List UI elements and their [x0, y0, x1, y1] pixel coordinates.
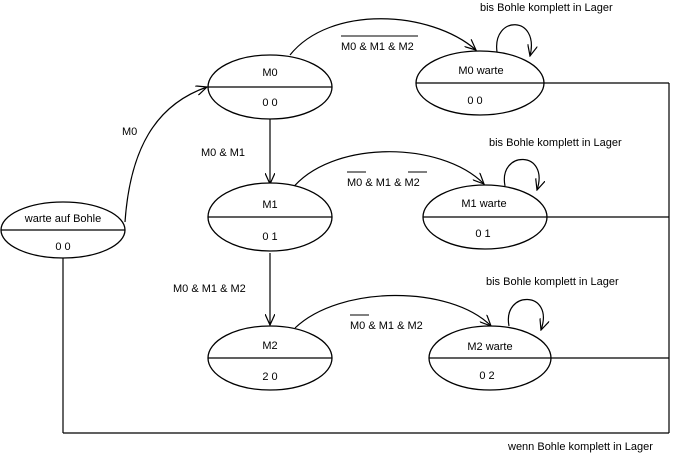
state-m1-warte: M1 warte 0 1: [422, 184, 548, 250]
label-m0-m1: M0 & M1: [201, 147, 245, 159]
label-m2-m2w: M0 & M1 & M2: [350, 320, 423, 332]
state-output: 2 0: [262, 371, 277, 383]
state-output: 0 0: [467, 95, 482, 107]
edge-m0-m0w: [289, 18, 476, 56]
label-self-m0w: bis Bohle komplett in Lager: [480, 2, 613, 14]
state-m0: M0 0 0: [207, 54, 333, 120]
state-name: M1 warte: [461, 198, 506, 210]
self-loop-m0w: [496, 24, 532, 56]
label-m1-m2: M0 & M1 & M2: [173, 283, 246, 295]
edge-m1-m1w: [290, 151, 484, 191]
state-name: M2: [262, 340, 277, 352]
label-m0-m0w: M0 & M1 & M2: [341, 41, 414, 53]
label-warte-m0: M0: [122, 126, 137, 138]
self-loop-m2w: [507, 298, 543, 330]
state-name: M1: [262, 199, 277, 211]
state-output: 0 1: [475, 228, 490, 240]
state-name: M2 warte: [467, 341, 512, 353]
state-output: 0 1: [262, 231, 277, 243]
state-name: M0: [262, 67, 277, 79]
return-path: [63, 82, 670, 434]
state-output: 0 0: [262, 97, 277, 109]
state-name: warte auf Bohle: [24, 213, 101, 225]
edge-m2-m2w: [294, 294, 491, 329]
state-m1: M1 0 1: [207, 182, 333, 252]
state-output: 0 2: [479, 370, 494, 382]
self-loop-m1w: [503, 158, 539, 190]
state-name: M0 warte: [458, 65, 503, 77]
edge-warte-m0: [124, 87, 207, 223]
label-self-m2w: bis Bohle komplett in Lager: [486, 276, 619, 288]
state-m2: M2 2 0: [207, 325, 333, 391]
state-m2-warte: M2 warte 0 2: [428, 325, 552, 391]
state-output: 0 0: [55, 241, 70, 253]
return-label: wenn Bohle komplett in Lager: [507, 441, 653, 453]
state-warte-auf-bohle: warte auf Bohle 0 0: [0, 201, 126, 259]
label-m1-m1w: M0 & M1 & M2: [347, 177, 420, 189]
label-self-m1w: bis Bohle komplett in Lager: [489, 137, 622, 149]
state-m0-warte: M0 warte 0 0: [415, 50, 545, 116]
